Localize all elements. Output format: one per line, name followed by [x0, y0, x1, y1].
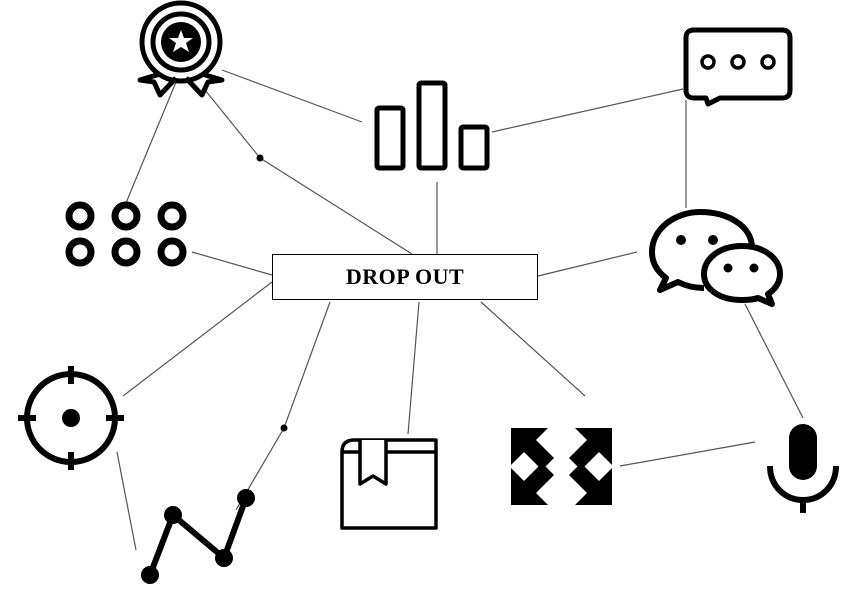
award-ribbon-icon: [137, 0, 225, 98]
microphone-icon: [767, 424, 839, 513]
connector-award-center: [204, 89, 261, 159]
junction-dot: [256, 154, 264, 162]
expand-arrows-icon: [511, 428, 612, 505]
connector-crosshair-trend: [116, 451, 137, 551]
crosshair-icon: [18, 366, 124, 470]
connector-center-expand: [480, 301, 586, 397]
connector-wechat-center: [537, 251, 638, 277]
connector-center-crosshair: [122, 281, 273, 397]
connector-center-book: [407, 301, 420, 435]
connector-barchart-chat: [491, 88, 684, 133]
connector-award-barchart: [221, 69, 363, 123]
junction-dot: [280, 424, 288, 432]
connector-mic-expand: [619, 441, 756, 467]
connector-grid-center: [191, 251, 273, 276]
trend-line-icon: [141, 489, 255, 584]
apps-grid-icon: [65, 201, 187, 267]
bar-chart-icon: [374, 80, 490, 171]
chat-bubble-icon: [683, 27, 793, 107]
center-node: DROP OUT: [272, 254, 538, 300]
connector-award-grid: [125, 81, 177, 204]
wechat-icon: [649, 209, 783, 307]
connectors: [116, 69, 804, 551]
connector-center-dot2: [283, 301, 331, 429]
connector-dot-center: [259, 157, 413, 255]
connector-wechat-mic: [744, 303, 804, 419]
book-icon: [340, 438, 438, 530]
center-node-label: DROP OUT: [345, 264, 465, 289]
